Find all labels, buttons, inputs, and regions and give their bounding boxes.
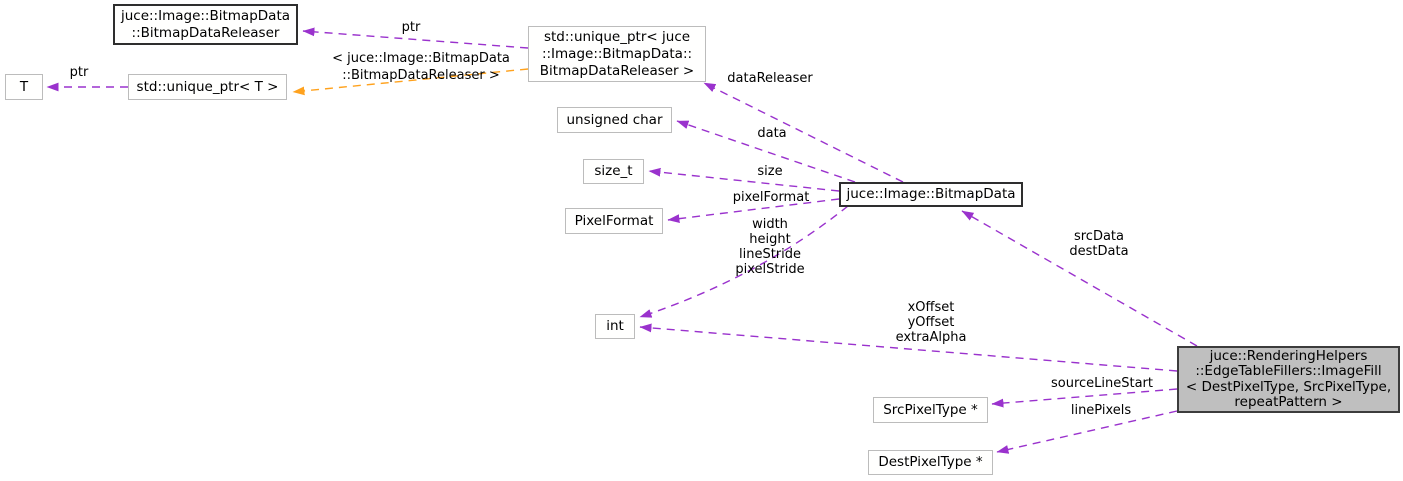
edge-label-linepixels: linePixels bbox=[1070, 403, 1132, 418]
edge-sourcelinestart bbox=[991, 388, 1178, 408]
node-bitmap-data[interactable]: juce::Image::BitmapData bbox=[839, 182, 1023, 207]
edge-label-ptr-top: ptr bbox=[401, 20, 421, 35]
edge-datareleaser bbox=[703, 82, 904, 183]
edge-data bbox=[676, 120, 856, 183]
node-int[interactable]: int bbox=[595, 314, 635, 339]
edge-pixelformat bbox=[667, 198, 840, 223]
node-image-fill[interactable]: juce::RenderingHelpers ::EdgeTableFiller… bbox=[1177, 346, 1400, 413]
node-unsigned-char[interactable]: unsigned char bbox=[557, 107, 672, 133]
edge-offsets bbox=[639, 323, 1178, 372]
edge-label-ptr-left: ptr bbox=[69, 65, 89, 80]
edge-label-pixelformat: pixelFormat bbox=[732, 190, 810, 205]
node-unique-ptr-releaser[interactable]: std::unique_ptr< juce ::Image::BitmapDat… bbox=[528, 26, 706, 82]
edge-label-dimensions: width height lineStride pixelStride bbox=[735, 217, 805, 277]
node-size-t[interactable]: size_t bbox=[583, 159, 644, 184]
edge-label-template-args: < juce::Image::BitmapData ::BitmapDataRe… bbox=[332, 51, 510, 83]
edge-label-sourcelinestart: sourceLineStart bbox=[1050, 376, 1154, 391]
edge-label-datareleaser: dataReleaser bbox=[727, 71, 813, 86]
edge-srcdata-destdata bbox=[961, 210, 1198, 347]
edge-label-offsets: xOffset yOffset extraAlpha bbox=[895, 300, 967, 345]
node-unique-ptr-t[interactable]: std::unique_ptr< T > bbox=[128, 74, 287, 100]
node-dest-pixel-type[interactable]: DestPixelType * bbox=[868, 450, 993, 475]
node-t[interactable]: T bbox=[5, 74, 43, 100]
edge-label-srcdata-destdata: srcData destData bbox=[1069, 229, 1129, 259]
edge-linepixels bbox=[996, 410, 1178, 454]
edge-template-instantiation bbox=[292, 68, 529, 96]
edge-dimensions bbox=[639, 205, 849, 318]
node-pixel-format[interactable]: PixelFormat bbox=[565, 208, 663, 234]
node-bitmap-data-releaser[interactable]: juce::Image::BitmapData ::BitmapDataRele… bbox=[113, 4, 298, 45]
edge-ptr-uniqueptr-to-releaser bbox=[302, 27, 529, 49]
edge-label-size: size bbox=[757, 164, 783, 179]
edge-label-data: data bbox=[757, 126, 787, 141]
edge-size bbox=[648, 167, 840, 192]
node-src-pixel-type[interactable]: SrcPixelType * bbox=[873, 397, 988, 423]
